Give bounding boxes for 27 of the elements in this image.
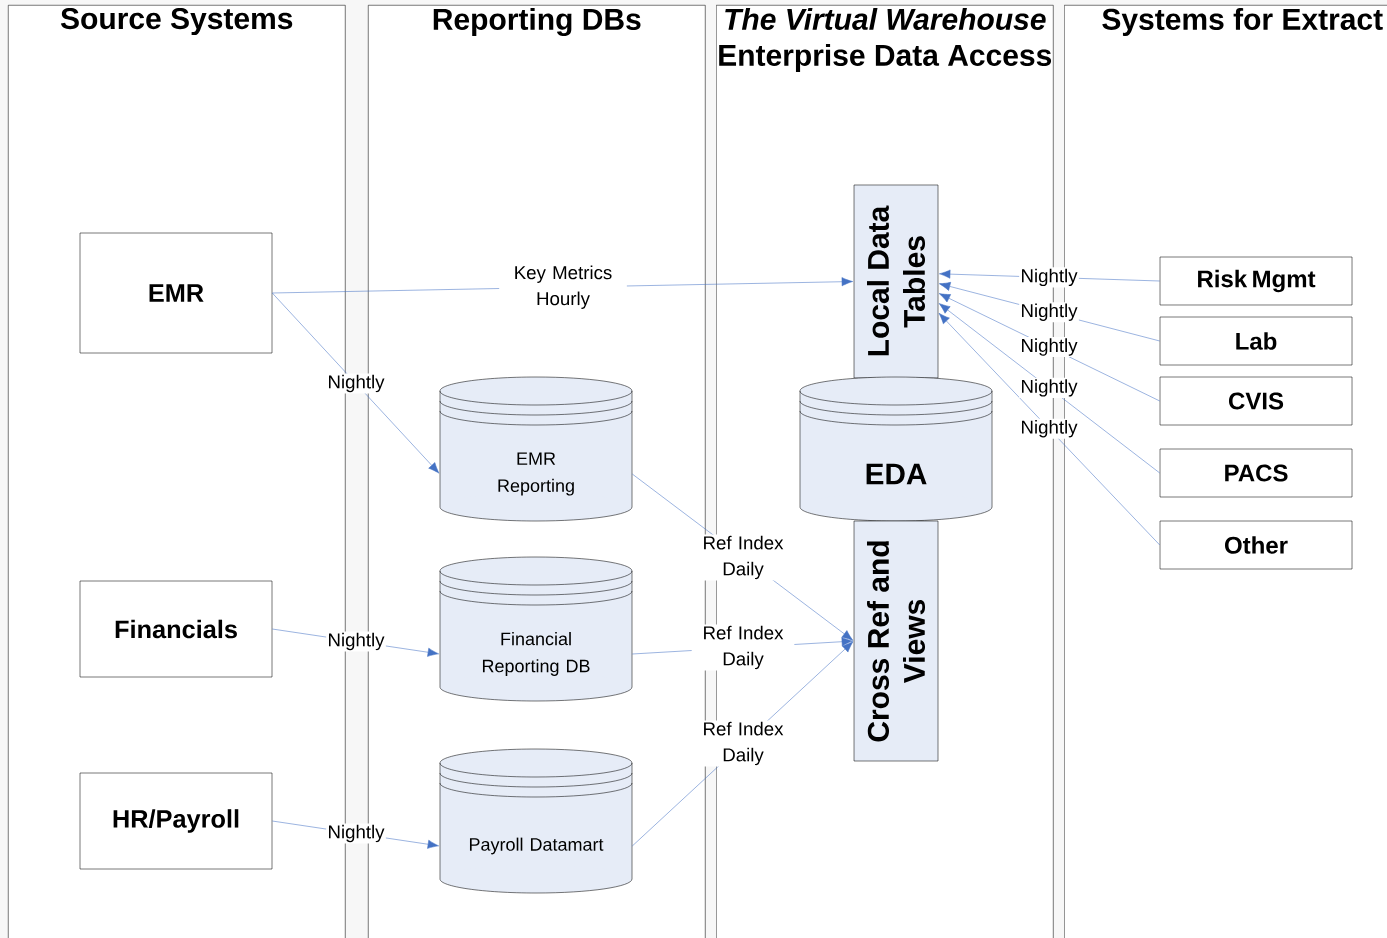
edge-label: Nightly [1019, 267, 1079, 288]
edge-label: Nightly [1019, 418, 1079, 439]
database-cylinder: Financial Reporting DB [439, 556, 633, 702]
system-box: Other [1159, 520, 1353, 570]
system-box: EMR [79, 232, 273, 354]
arrow [272, 292, 440, 474]
edge-label: Key Metrics Hourly [499, 264, 627, 311]
edge-label: Nightly [326, 631, 386, 652]
system-box: Financials [79, 580, 273, 678]
arrow [938, 312, 1160, 546]
edge-label: Ref Index Daily [691, 720, 795, 767]
edge-label: Nightly [1019, 377, 1079, 398]
edge-label: Nightly [326, 373, 386, 394]
arrow [938, 303, 1160, 474]
edge-label: Nightly [1019, 337, 1079, 358]
edge-label: Nightly [326, 823, 386, 844]
system-box: PACS [1159, 448, 1353, 498]
edge-label: Ref Index Daily [691, 534, 795, 581]
edge-label: Nightly [1019, 302, 1079, 323]
edge-label: Ref Index Daily [691, 624, 795, 671]
system-box: Lab [1159, 316, 1353, 366]
system-box: CVIS [1159, 376, 1353, 426]
database-cylinder: EDA [799, 376, 993, 522]
database-cylinder: EMR Reporting [439, 376, 633, 522]
database-cylinder: Payroll Datamart [439, 748, 633, 894]
system-box: Risk Mgmt [1159, 256, 1353, 306]
system-box: HR/Payroll [79, 772, 273, 870]
